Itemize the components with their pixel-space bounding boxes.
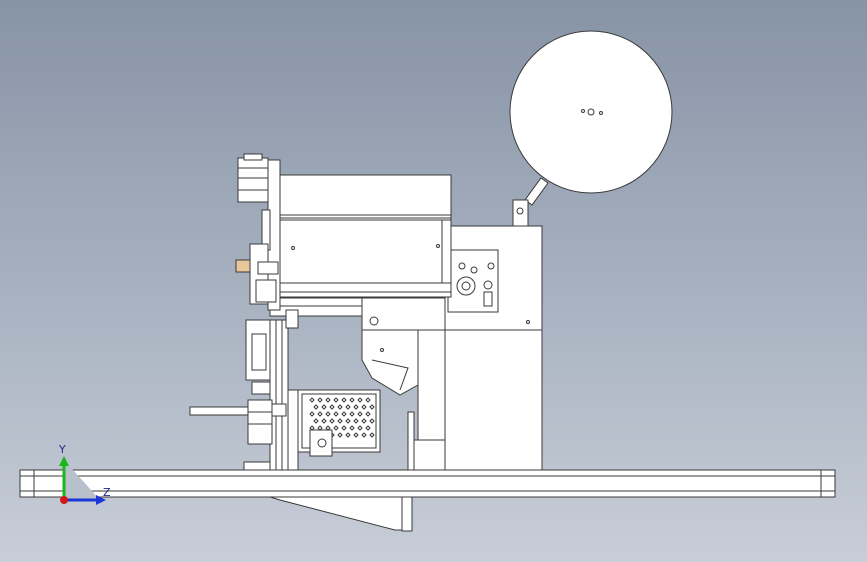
perforation-hole	[345, 432, 351, 438]
lower-rail-assembly	[189, 309, 299, 471]
perforation-hole	[349, 411, 355, 417]
perforation-hole	[357, 411, 363, 417]
perforation-hole	[365, 397, 371, 403]
perforation-hole	[309, 397, 315, 403]
perforation-hole	[317, 397, 323, 403]
y-axis-label: Y	[59, 443, 66, 456]
perforation-hole	[361, 432, 367, 438]
under-bracket	[269, 496, 413, 532]
perforation-hole	[353, 432, 359, 438]
perforation-hole	[333, 411, 339, 417]
perforation-hole	[309, 411, 315, 417]
reel-bracket	[512, 199, 529, 227]
perforation-hole	[369, 404, 375, 410]
perforation-hole	[325, 411, 331, 417]
perforation-hole	[341, 397, 347, 403]
reel-disk-icon[interactable]	[509, 30, 673, 206]
perforation-hole	[357, 397, 363, 403]
perforation-hole	[365, 425, 371, 431]
coordinate-triad: Y Z	[40, 438, 130, 518]
perforation-hole	[329, 404, 335, 410]
perforation-hole	[333, 397, 339, 403]
perforation-hole	[329, 418, 335, 424]
right-column	[424, 225, 543, 471]
base-plate	[19, 469, 836, 498]
perforation-hole	[345, 404, 351, 410]
perforation-hole	[313, 404, 319, 410]
perforation-hole	[313, 418, 319, 424]
perforation-hole	[345, 418, 351, 424]
left-carriage	[235, 153, 281, 311]
perforation-hole	[321, 418, 327, 424]
perforation-hole	[337, 404, 343, 410]
perforation-hole	[369, 432, 375, 438]
perforation-hole	[341, 411, 347, 417]
perforated-box	[297, 389, 381, 457]
perforation-hole	[369, 418, 375, 424]
perforation-hole	[337, 432, 343, 438]
perforation-hole	[341, 425, 347, 431]
perforation-hole	[361, 404, 367, 410]
perforation-hole	[349, 397, 355, 403]
perforation-hole	[333, 425, 339, 431]
triad-axes-icon	[59, 456, 106, 505]
perforation-hole	[361, 418, 367, 424]
perforation-hole	[337, 418, 343, 424]
perforation-hole	[357, 425, 363, 431]
z-axis-label: Z	[103, 486, 111, 499]
perforation-hole	[353, 404, 359, 410]
perforation-hole	[325, 397, 331, 403]
perforation-hole	[317, 411, 323, 417]
upper-housing	[269, 174, 452, 317]
perforation-hole	[353, 418, 359, 424]
perforation-hole	[349, 425, 355, 431]
perforation-hole	[321, 404, 327, 410]
perforation-hole	[365, 411, 371, 417]
